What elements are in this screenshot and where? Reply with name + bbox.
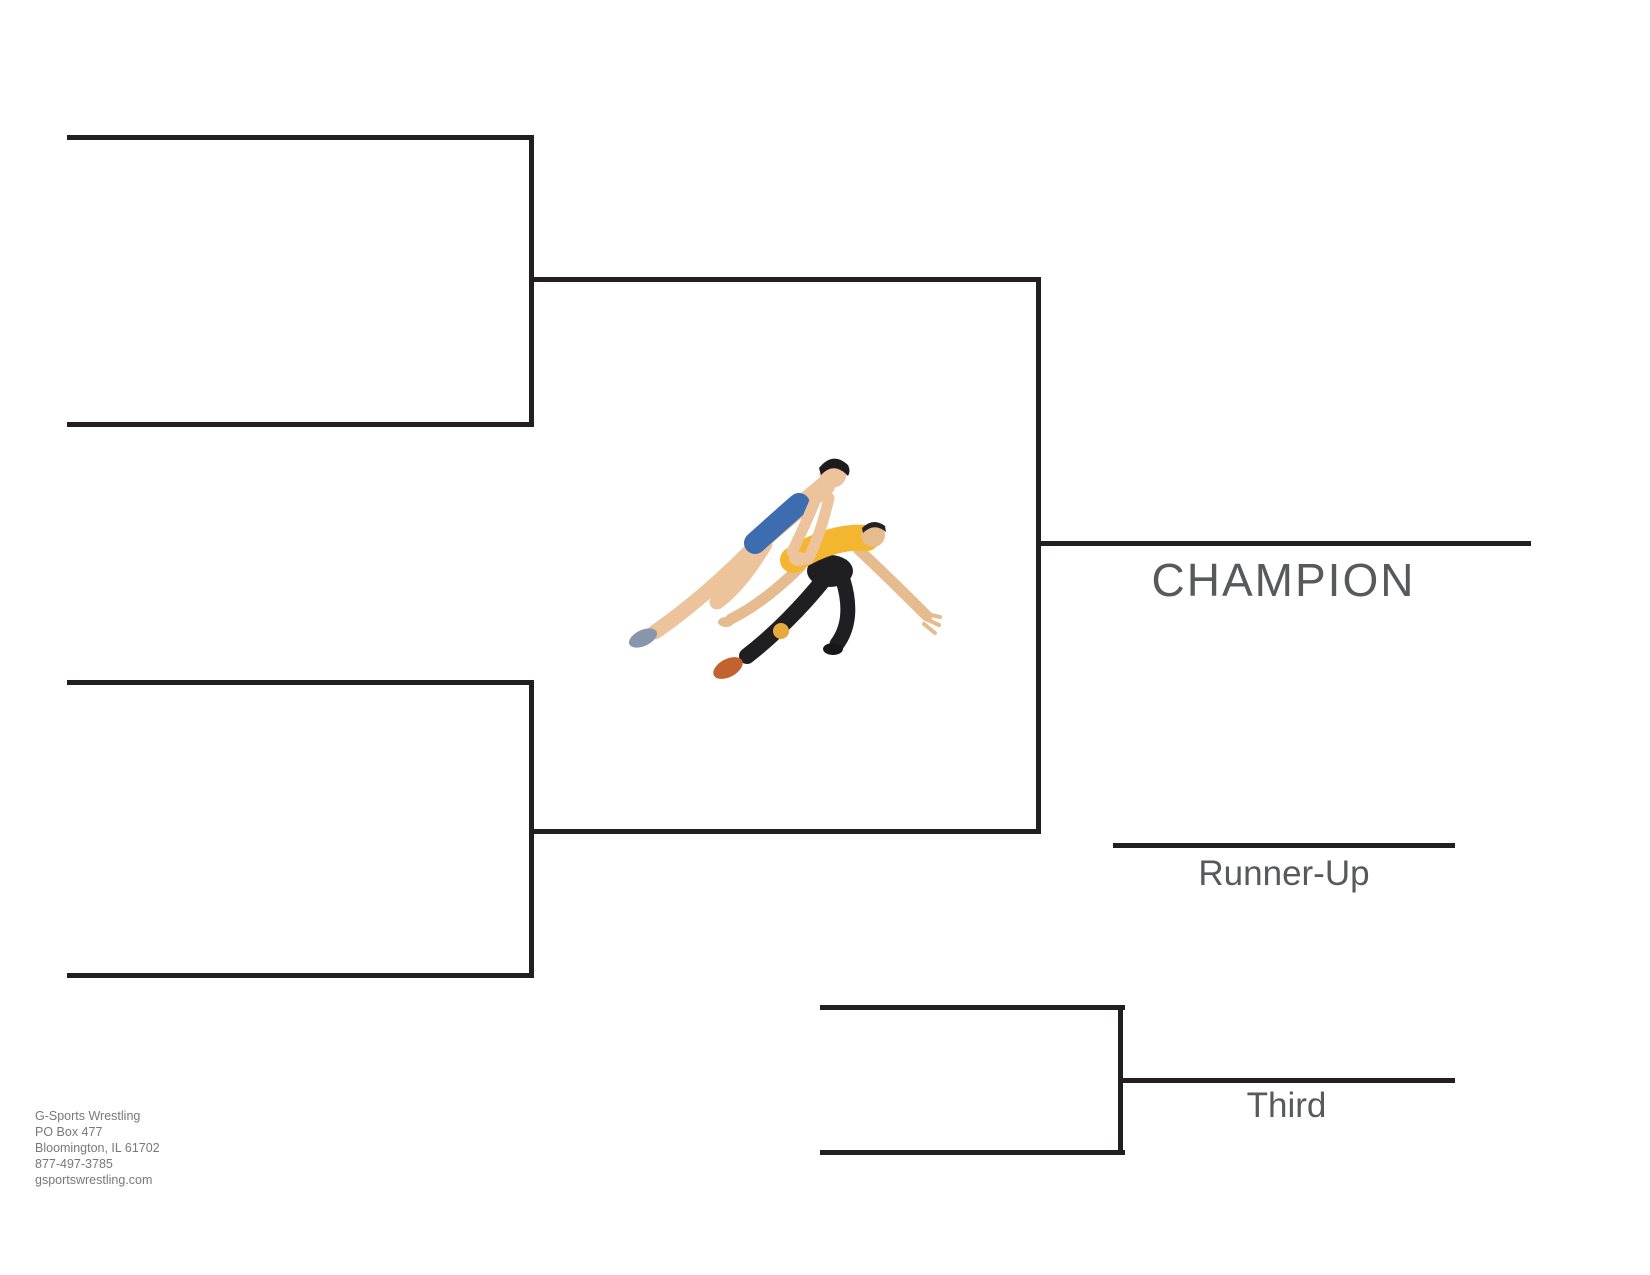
champion-line xyxy=(1036,541,1531,546)
wrestler-blue-back xyxy=(628,532,769,648)
final-top-line xyxy=(529,277,1041,282)
wrestler-yellow xyxy=(713,521,942,679)
final-bottom-line xyxy=(529,829,1041,834)
champion-label: CHAMPION xyxy=(1151,554,1416,606)
third-place-line xyxy=(1118,1078,1455,1083)
third-match-bottom-line xyxy=(820,1150,1125,1155)
footer-org-name: G-Sports Wrestling xyxy=(35,1109,141,1123)
footer-phone: 877-497-3785 xyxy=(35,1157,113,1171)
footer-website: gsportswrestling.com xyxy=(35,1173,153,1187)
third-label: Third xyxy=(1246,1086,1327,1125)
footer-contact-block: G-Sports Wrestling PO Box 477 Bloomingto… xyxy=(35,1108,160,1188)
semifinal-1-bottom-line xyxy=(67,422,534,427)
semifinal-2-bottom-line xyxy=(67,973,534,978)
semifinal-2-top-line xyxy=(67,680,534,685)
final-connector xyxy=(1036,277,1041,834)
third-match-top-line xyxy=(820,1005,1125,1010)
wrestlers-illustration xyxy=(628,458,942,679)
wrestler-blue xyxy=(709,458,850,610)
semifinal-1-top-line xyxy=(67,135,534,140)
footer-po-box: PO Box 477 xyxy=(35,1125,103,1139)
runner-up-label: Runner-Up xyxy=(1198,854,1370,893)
runner-up-line xyxy=(1113,843,1455,848)
footer-city: Bloomington, IL 61702 xyxy=(35,1141,160,1155)
